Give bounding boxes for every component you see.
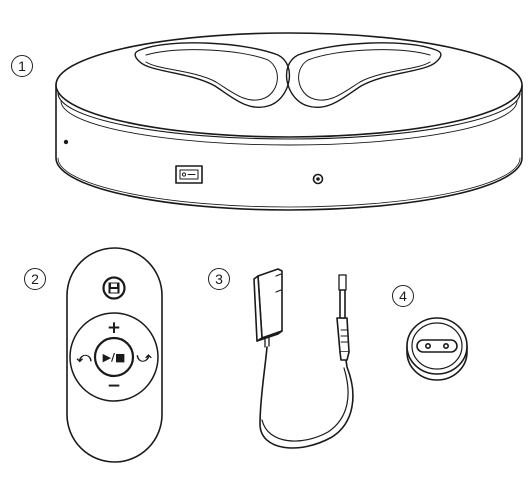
callout-2: 2 bbox=[24, 268, 46, 290]
plus-button-label: + bbox=[107, 318, 121, 338]
turntable-icon bbox=[55, 32, 523, 211]
footprint-icon bbox=[134, 42, 291, 109]
callout-3: 3 bbox=[208, 268, 230, 290]
power-adapter-icon bbox=[253, 268, 354, 449]
remote-control-icon bbox=[66, 247, 163, 463]
rotate-left-icon: ⤺ bbox=[77, 350, 93, 366]
callout-1: 1 bbox=[11, 55, 33, 77]
rotate-right-icon: ⤻ bbox=[137, 350, 153, 366]
dc-plug-icon bbox=[336, 274, 350, 361]
callout-4: 4 bbox=[392, 285, 414, 307]
eu-plug-adapter-icon bbox=[406, 317, 468, 381]
minus-button-label: − bbox=[107, 376, 121, 396]
play-pause-label: ▶/■ bbox=[103, 351, 126, 364]
sensor-icon bbox=[312, 173, 324, 185]
power-switch-icon bbox=[175, 165, 203, 184]
save-icon bbox=[102, 276, 126, 300]
footprint-icon bbox=[285, 42, 442, 109]
